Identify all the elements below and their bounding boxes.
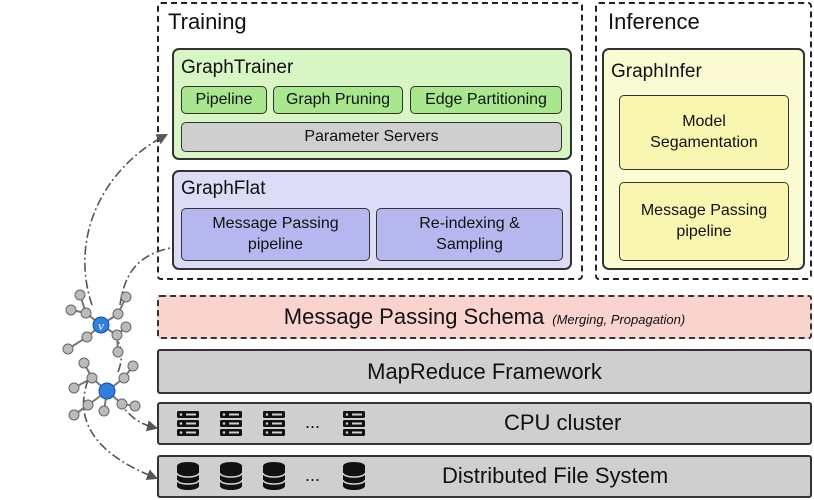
server-icon [263, 411, 285, 436]
training-title: Training [168, 9, 247, 34]
graphtrainer-title: GraphTrainer [181, 57, 294, 78]
model-segmentation-label: Model Segamentation [650, 112, 758, 151]
message-passing-pipeline-label: Message Passing pipeline [212, 214, 339, 253]
line-to-graphflat [119, 247, 171, 306]
arrow-to-graphtrainer [84, 133, 168, 306]
message-passing-pipeline-chip: Message Passing pipeline [181, 208, 370, 261]
inference-message-passing-chip: Message Passing pipeline [619, 182, 789, 261]
reindexing-sampling-chip: Re-indexing & Sampling [376, 208, 563, 261]
cpu-ellipsis: ... [305, 412, 321, 432]
inference-title: Inference [608, 9, 700, 34]
inference-region [595, 2, 812, 280]
mapreduce-label: MapReduce Framework [367, 358, 602, 384]
schema-note: (Merging, Propagation) [552, 311, 686, 327]
graph-pruning-chip: Graph Pruning [273, 86, 403, 114]
pipeline-chip: Pipeline [181, 86, 267, 114]
dfs-ellipsis: ... [305, 465, 321, 485]
graphflat-title: GraphFlat [181, 178, 266, 199]
node-v-label: v [98, 318, 104, 333]
database-icon [262, 461, 286, 491]
reindexing-sampling-label: Re-indexing & Sampling [419, 214, 520, 253]
graph-icon [68, 357, 141, 421]
database-icon [342, 461, 366, 491]
model-segmentation-chip: Model Segamentation [619, 95, 789, 170]
schema-title: Message Passing Schema [283, 304, 545, 329]
arrow-to-file-system [82, 379, 159, 480]
connector-arrows [82, 133, 171, 480]
server-icon [177, 411, 199, 436]
graph-icon [62, 289, 132, 358]
server-icon [343, 411, 365, 436]
graphinfer-title: GraphInfer [611, 61, 702, 82]
cpu-cluster-label: CPU cluster [504, 410, 622, 435]
database-icon [219, 461, 243, 491]
mapreduce-layer: MapReduce Framework [157, 349, 812, 394]
parameter-servers-chip: Parameter Servers [181, 122, 562, 152]
database-icon [176, 461, 200, 491]
inference-message-passing-label: Message Passing pipeline [640, 201, 768, 240]
message-passing-schema-layer: Message Passing Schema (Merging, Propaga… [157, 295, 812, 339]
server-icon [220, 411, 242, 436]
edge-partitioning-chip: Edge Partitioning [410, 86, 562, 114]
dfs-label: Distributed File System [442, 463, 669, 488]
